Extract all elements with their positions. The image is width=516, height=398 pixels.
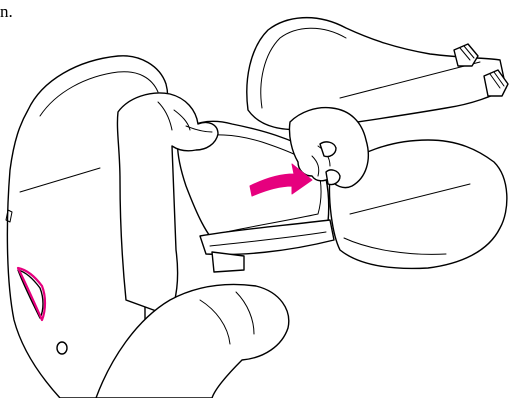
side-release-highlight [16, 266, 47, 322]
adjustment-knobs [453, 43, 509, 97]
rear-seat-back [246, 17, 507, 131]
right-seat-cushion [328, 139, 508, 270]
caption-fragment: n. [0, 2, 13, 21]
lower-forearm [95, 283, 290, 398]
right-hand [288, 106, 370, 189]
left-hand [116, 92, 219, 317]
direction-arrow [249, 163, 313, 197]
